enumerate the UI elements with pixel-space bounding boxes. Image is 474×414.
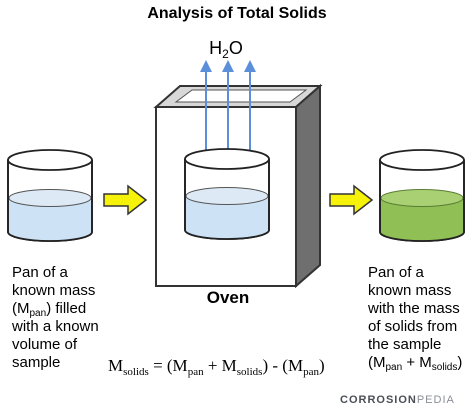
left-caption-subscript: pan: [29, 308, 47, 319]
oven-side: [295, 83, 321, 289]
right-caption-line: of solids from: [368, 318, 458, 335]
pan-in-oven-liquid: [186, 196, 268, 239]
pan-with-solids-surface: [380, 189, 464, 207]
oven: [153, 83, 323, 289]
arrow-from-oven: [329, 184, 374, 216]
steam-arrowhead-left: [200, 60, 212, 72]
pan-with-sample-outline: [7, 160, 93, 242]
formula-part: + M: [203, 356, 237, 375]
pan-in-oven-surface: [185, 187, 269, 205]
left-caption-line: (Mpan) filled: [12, 300, 99, 319]
left-caption-line: volume of: [12, 336, 78, 353]
formula-subscript: pan: [187, 366, 204, 378]
brand-logo: CORROSIONPEDIA: [340, 394, 455, 406]
brand-logo-light: PEDIA: [416, 394, 455, 406]
pan-with-sample-liquid: [9, 198, 91, 241]
steam-arrowhead-middle: [222, 60, 234, 72]
pan-with-solids-rim: [379, 149, 465, 171]
pan-with-solids-outline: [379, 160, 465, 242]
right-caption-text: ): [457, 354, 463, 371]
pan-with-sample: [7, 149, 93, 242]
water-vapor-h: H: [209, 38, 223, 58]
left-caption-line: Pan of a: [12, 264, 68, 281]
formula-part: ) - (M: [262, 356, 304, 375]
right-caption-subscript: pan: [385, 362, 403, 373]
formula-part: = (M: [148, 356, 188, 375]
left-caption: Pan of a known mass (Mpan) filled with a…: [12, 264, 99, 372]
right-caption-subscript: solids: [431, 362, 458, 373]
pan-in-oven-outline: [184, 159, 270, 240]
water-vapor-subscript: 2: [222, 47, 229, 61]
oven-label: Oven: [206, 288, 250, 307]
left-caption-text: (M: [12, 300, 30, 317]
oven-top-window: [174, 89, 308, 103]
formula-part: ): [318, 356, 325, 375]
right-caption: Pan of a known mass with the mass of sol…: [368, 264, 463, 373]
steam-arrowhead-right: [244, 60, 256, 72]
water-vapor-o: O: [228, 38, 243, 58]
brand-logo-bold: CORROSION: [340, 394, 417, 406]
pan-with-solids: [379, 149, 465, 242]
right-caption-text: (M: [368, 354, 386, 371]
left-caption-text: ) filled: [46, 300, 87, 317]
pan-with-sample-rim: [7, 149, 93, 171]
right-caption-line: Pan of a: [368, 264, 424, 281]
formula-subscript: pan: [303, 366, 319, 378]
left-caption-line: known mass: [12, 282, 96, 299]
diagram-title: Analysis of Total Solids: [147, 5, 327, 22]
total-solids-formula: Msolids = (Mpan + Msolids) - (Mpan): [108, 356, 325, 378]
right-caption-line: the sample: [368, 336, 442, 353]
right-caption-line: with the mass: [368, 300, 460, 317]
right-caption-line: known mass: [368, 282, 452, 299]
water-vapor-label: H2O: [196, 38, 256, 61]
pan-with-solids-layer: [381, 198, 463, 241]
pan-with-sample-surface: [8, 189, 92, 207]
arrow-to-oven: [103, 184, 148, 216]
right-caption-line: (Mpan + Msolids): [368, 354, 463, 373]
formula-subscript: solids: [236, 366, 263, 378]
right-caption-text: + M: [402, 354, 432, 371]
formula-part: M: [108, 356, 124, 375]
left-caption-line: sample: [12, 354, 61, 371]
formula-subscript: solids: [123, 366, 149, 378]
steam-arrows: [200, 60, 256, 160]
pan-in-oven: [184, 148, 270, 240]
left-caption-line: with a known: [12, 318, 99, 335]
pan-in-oven-rim: [184, 148, 270, 170]
